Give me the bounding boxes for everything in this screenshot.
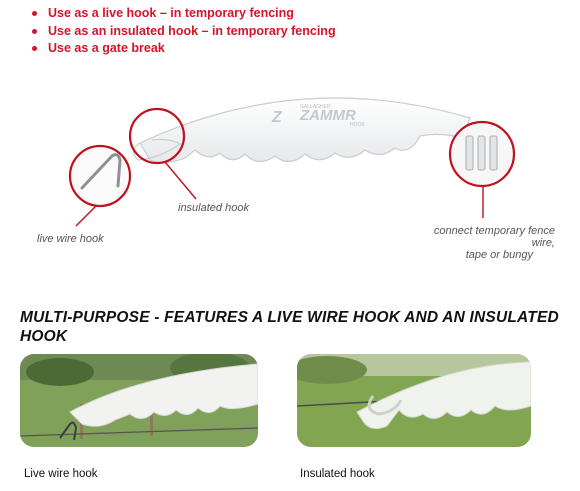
hook-diagram: GALLAGHER ZAMMR HOOK Z: [68, 97, 516, 227]
section-heading: MULTI-PURPOSE - FEATURES A LIVE WIRE HOO…: [20, 309, 559, 345]
hook-body: [139, 97, 471, 164]
insulated-hook-photo-label: Insulated hook: [300, 468, 375, 480]
bullet-insulated-hook: Use as an insulated hook – in temporary …: [30, 23, 336, 41]
connector-slot-1: [465, 135, 474, 171]
connector-slot-2: [477, 135, 486, 171]
insulated-hook-scene: [297, 354, 531, 447]
live-wire-hook-photo: [20, 354, 258, 447]
bullet-live-hook: Use as a live hook – in temporary fencin…: [30, 5, 336, 23]
live-wire-hook-photo-label: Live wire hook: [24, 468, 98, 480]
brand-z-mark: Z: [271, 109, 283, 126]
live-hook-callout-ring: [68, 144, 132, 208]
connect-caption: connect temporary fence wire, tape or bu…: [410, 225, 555, 261]
live-wire-hook-scene: [20, 354, 258, 447]
insulated-hook-photo: [297, 354, 531, 447]
brand-tag-text: HOOK: [350, 122, 365, 128]
feature-bullet-list: Use as a live hook – in temporary fencin…: [30, 5, 336, 58]
brand-logo-text: ZAMMR: [299, 107, 356, 124]
brand-small-text: GALLAGHER: [300, 104, 331, 110]
insulated-hook-caption: insulated hook: [178, 202, 249, 214]
live-callout-line: [75, 205, 97, 227]
connect-caption-line-1: connect temporary fence wire,: [433, 225, 555, 249]
bullet-gate-break: Use as a gate break: [30, 40, 336, 58]
live-wire-hook-caption: live wire hook: [37, 233, 104, 245]
connector-slot-3: [489, 135, 498, 171]
metal-hook-icon: [80, 153, 122, 190]
insulated-hook-callout-ring: [128, 107, 186, 165]
connect-caption-line-2: tape or bungy: [465, 249, 533, 261]
insulated-callout-line: [164, 161, 197, 200]
